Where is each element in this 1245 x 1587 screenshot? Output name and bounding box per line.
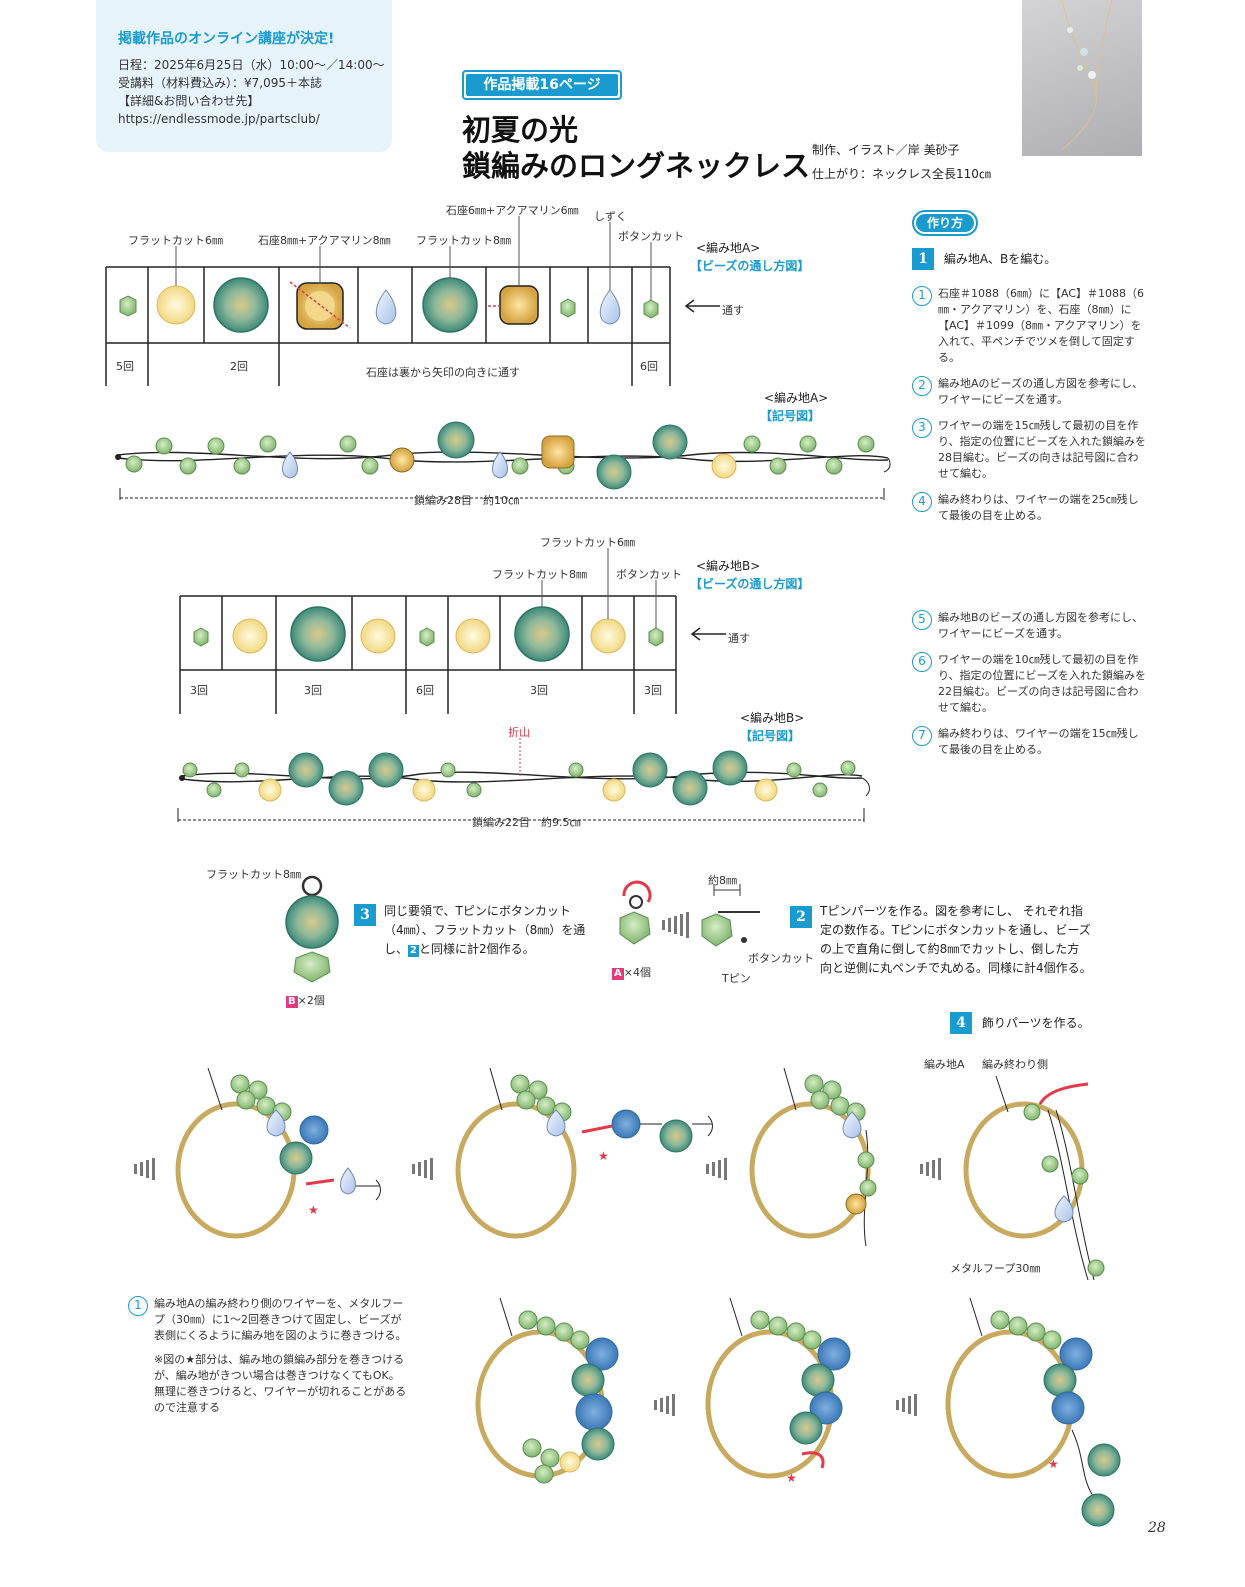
label-flat6-b: フラットカット6㎜ [540,536,635,549]
step1-number: 1 [912,248,934,270]
diagramB-fold: 折山 [508,726,530,739]
step2-illustration [619,880,760,947]
step4-hoop-label: メタルフープ30㎜ [950,1262,1041,1275]
step3-number: 3 [354,904,376,926]
diagramA-count-3: 6回 [640,360,658,373]
diagramA-header: <編み地A> [696,241,761,255]
hoop-6 [705,1297,851,1479]
step2-count: A×4個 [612,966,651,980]
step3-count: B×2個 [286,994,325,1008]
info-heading: 掲載作品のオンライン講座が決定! [118,31,335,47]
diagramA-beads [119,277,659,333]
diagramA-count-1: 5回 [116,360,134,373]
step4-hoops-row2 [475,1297,1121,1527]
step2-tpin-label: Tピン [722,972,751,985]
step1-title: 編み地A、Bを編む。 [943,252,1057,266]
step4-label-a: 編み地A [924,1058,965,1071]
credits: 制作、イラスト／岸 美砂子 仕上がり：ネックレス全長110㎝ [812,143,991,181]
diagramA-span-bracket [119,488,885,500]
diagramB-count-3: 6回 [416,684,434,697]
label-flat8-a: フラットカット8㎜ [416,234,511,247]
page-title: 初夏の光 鎖編みのロングネックレス [462,113,811,183]
diagramB-sym-sub: 【記号図】 [740,729,801,743]
diagramA-chain: 鎖編み28目 約10㎝ [408,492,525,508]
hoop-7 [945,1297,1121,1527]
label-drop-a: しずく [594,210,627,223]
hoop-1 [175,1067,381,1239]
diagramB-pass-arrow [690,627,726,641]
diagramB-header: <編み地B> [696,559,761,573]
diagramA-pass: 通す [722,304,744,317]
online-course-info: 掲載作品のオンライン講座が決定! 日程：2025年6月25日（水）10:00〜／… [96,0,392,152]
page-reference-tag: 作品掲載16ページ [462,70,622,100]
diagramB-chain: 鎖編み22目 約9.5㎝ [466,814,587,830]
diagramA-leader-lines [175,216,652,300]
step3-label: フラットカット8㎜ [206,868,301,881]
hoop-4 [963,1075,1105,1281]
label-button-a: ボタンカット [618,230,684,243]
hoop-5 [475,1297,619,1484]
step2-number: 2 [790,906,812,928]
diagramA-sub: 【ビーズの通し方図】 [690,259,810,273]
label-setting6-a: 石座6㎜+アクアマリン6㎜ [446,204,579,217]
diagramB-count-5: 3回 [644,684,662,697]
page-number: 28 [1148,1520,1166,1536]
step2-button-label: ボタンカット [748,952,814,965]
svg-text:★: ★ [308,1203,319,1217]
info-date: 日程：2025年6月25日（水）10:00〜／14:00〜 [118,58,385,72]
diagramA-sym-header: <編み地A> [764,391,829,405]
diagramA-symbol-chain [115,421,891,490]
diagramA-count-2: 2回 [230,360,248,373]
step4-hoops-row1 [134,1067,1105,1281]
label-flat8-b: フラットカット8㎜ [492,568,587,581]
label-flat6-a: フラットカット6㎜ [128,234,223,247]
svg-text:★: ★ [786,1471,797,1485]
red-stars: ★ ★ ★ ★ [308,1149,1059,1485]
hoop-3 [749,1067,877,1247]
step2-size: 約8㎜ [708,874,737,887]
diagramA-note: 石座は裏から矢印の向きに通す [366,366,520,379]
diagramB-span-bracket [177,808,865,822]
diagramB-count-1: 3回 [190,684,208,697]
diagramB-leader-lines [541,548,657,628]
step3-charm [285,875,339,983]
diagramB-sym-header: <編み地B> [740,711,805,725]
step4-label-end: 編み終わり側 [982,1058,1048,1071]
info-contact: 【詳細&お問い合わせ先】 [118,94,260,108]
label-setting8-a: 石座8㎜+アクアマリン8㎜ [258,234,391,247]
diagramB-symbol-chain [179,738,870,806]
necklace-photo-image [1061,0,1113,151]
step2-text: Tピンパーツを作る。図を参考にし、 それぞれ指 定の数作る。Tピンにボタンカット… [820,904,1092,975]
label-button-b: ボタンカット [616,568,682,581]
hoop-2 [455,1067,713,1239]
diagramB-pass: 通す [728,632,750,645]
diagramB-count-2: 3回 [304,684,322,697]
diagramA-pass-arrow [684,299,720,313]
svg-text:★: ★ [598,1149,609,1163]
info-url[interactable]: https://endlessmode.jp/partsclub/ [118,112,320,126]
diagramB-beads [193,606,664,662]
diagramB-sub: 【ビーズの通し方図】 [690,577,810,591]
necklace-photo [1022,0,1142,156]
svg-text:★: ★ [1048,1457,1059,1471]
step1-header: 1 編み地A、Bを編む。 [912,248,1056,270]
diagramA-sym-sub: 【記号図】 [760,409,821,423]
info-fee: 受講料（材料費込み）：¥7,095＋本誌 [118,76,322,90]
diagramB-bead-table [179,595,677,714]
diagramB-count-4: 3回 [530,684,548,697]
diagramA-bead-table [105,266,671,386]
step4-header: 4 飾りパーツを作る。 [950,1012,1090,1034]
howto-badge: 作り方 [912,210,978,236]
